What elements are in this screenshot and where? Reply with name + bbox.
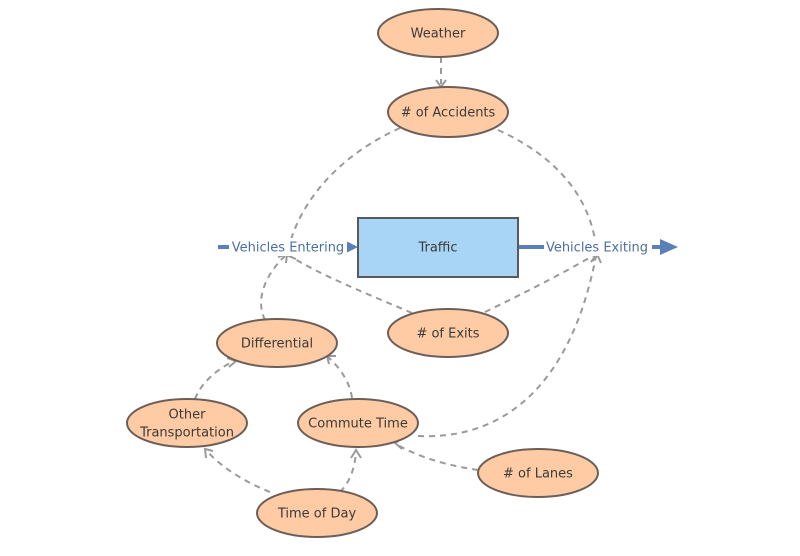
- node-other-transportation[interactable]: Other Transportation: [126, 398, 248, 448]
- link-accidents-entering: [287, 127, 401, 251]
- node-exits-shape: [387, 308, 509, 358]
- node-commute-time-label: Commute Time: [308, 417, 408, 432]
- node-lanes-shape: [477, 448, 599, 498]
- node-weather-shape: [377, 8, 499, 58]
- node-differential[interactable]: Differential: [216, 318, 338, 368]
- link-othertransport-differential: [194, 360, 235, 400]
- link-differential-entering: [260, 255, 286, 321]
- stock-traffic-label: Traffic: [417, 241, 457, 256]
- flow-exiting-arrowhead: [660, 239, 678, 255]
- node-accidents-label: # of Accidents: [401, 106, 496, 121]
- link-exits-entering: [289, 255, 413, 314]
- node-time-of-day[interactable]: Time of Day: [256, 488, 378, 538]
- link-timeofday-othertransport: [205, 449, 271, 493]
- node-commute-time[interactable]: Commute Time: [297, 398, 419, 448]
- flow-entering-label: Vehicles Entering: [232, 241, 344, 256]
- node-differential-shape: [216, 318, 338, 368]
- flow-exiting-label-bg: [544, 238, 652, 256]
- node-time-of-day-label: Time of Day: [277, 507, 357, 522]
- link-timeofday-commute: [339, 450, 357, 493]
- link-head-timeofday-commute: [350, 448, 362, 459]
- flow-entering-arrowhead: [346, 241, 358, 253]
- node-exits-label: # of Exits: [416, 327, 479, 342]
- flow-entering-label-bg: [229, 238, 347, 256]
- node-lanes[interactable]: # of Lanes: [477, 448, 599, 498]
- node-weather[interactable]: Weather: [377, 8, 499, 58]
- node-accidents[interactable]: # of Accidents: [387, 86, 509, 138]
- link-commute-differential: [327, 356, 353, 399]
- flow-exiting[interactable]: Vehicles Exiting: [518, 238, 678, 256]
- node-commute-time-shape: [297, 398, 419, 448]
- node-differential-label: Differential: [241, 337, 313, 352]
- node-other-transportation-shape: [126, 398, 248, 448]
- stock-traffic-box: [357, 217, 519, 278]
- node-other-transportation-label-line2: Transportation: [139, 426, 234, 441]
- node-accidents-shape: [387, 86, 509, 138]
- node-other-transportation-label-line1: Other: [169, 408, 207, 423]
- node-time-of-day-shape: [256, 488, 378, 538]
- flow-exiting-label: Vehicles Exiting: [546, 241, 648, 256]
- link-lanes-commute: [395, 443, 479, 471]
- node-lanes-label: # of Lanes: [503, 467, 573, 482]
- flow-entering[interactable]: Vehicles Entering: [218, 238, 358, 256]
- node-exits[interactable]: # of Exits: [387, 308, 509, 358]
- link-exits-exiting: [484, 253, 597, 313]
- stock-traffic[interactable]: Traffic: [357, 217, 519, 278]
- link-head-timeofday-othertransport: [203, 447, 214, 459]
- link-accidents-exiting: [497, 129, 597, 247]
- node-weather-label: Weather: [411, 27, 466, 42]
